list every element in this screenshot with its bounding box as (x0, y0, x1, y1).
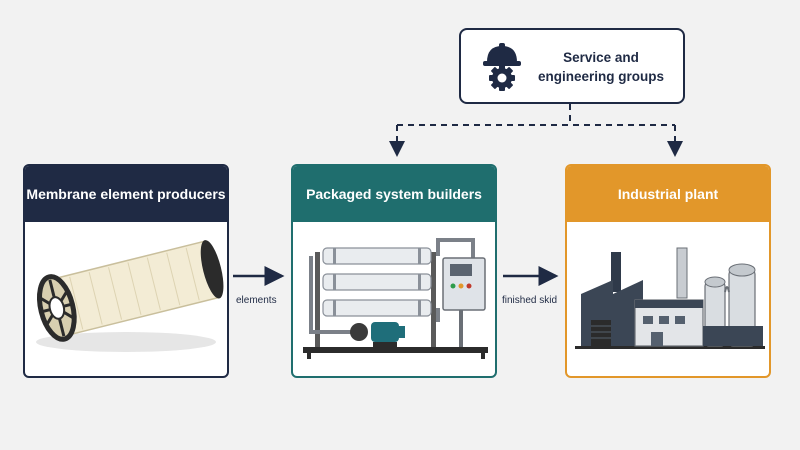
pressure-vessels (322, 247, 432, 317)
panel-title: Membrane element producers (25, 166, 227, 222)
membrane-element-illustration (36, 240, 224, 352)
service-engineering-box: Service and engineering groups (459, 28, 685, 104)
panel-membrane-producers: Membrane element producers (23, 164, 229, 378)
factory-illustration (575, 247, 765, 349)
engineer-helmet-gear-icon (483, 43, 521, 91)
flow-label-elements: elements (236, 295, 277, 306)
panel-title: Packaged system builders (293, 166, 495, 222)
flow-label-finished-skid: finished skid (502, 295, 558, 306)
panel-industrial-plant: Industrial plant (565, 164, 771, 378)
service-dashed-connector (389, 104, 683, 157)
panel-system-builders: Packaged system builders (291, 164, 497, 378)
panel-title: Industrial plant (567, 166, 769, 222)
ro-skid-illustration (303, 238, 488, 359)
service-label: Service and engineering groups (537, 50, 664, 84)
